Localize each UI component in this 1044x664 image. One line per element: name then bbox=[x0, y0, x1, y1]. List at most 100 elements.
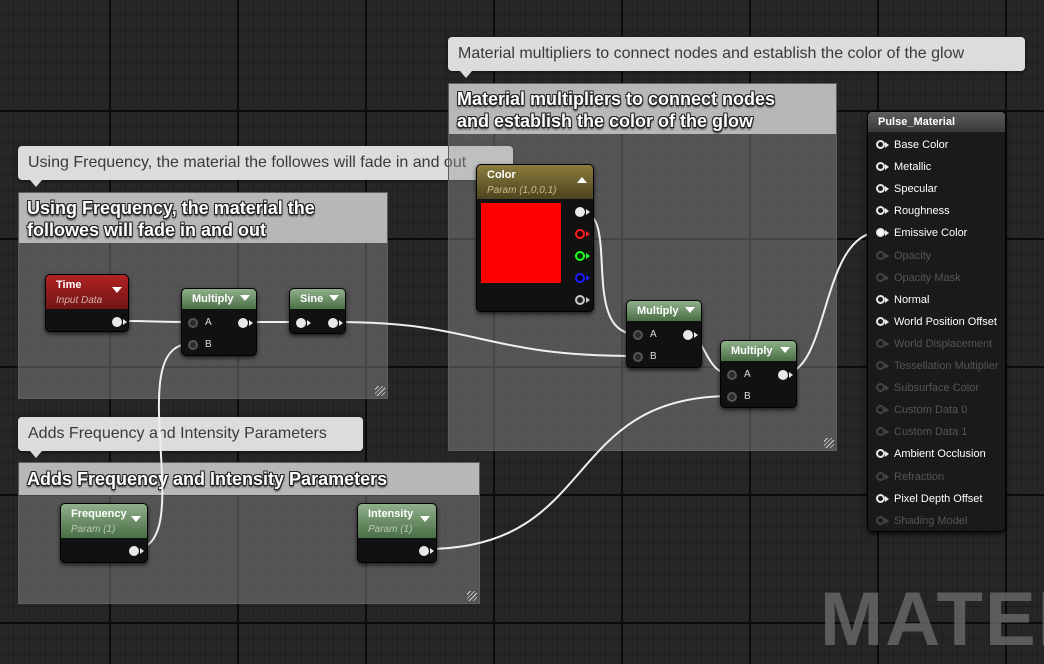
node-header[interactable]: Color Param (1,0,0,1) bbox=[477, 165, 593, 199]
output-pin[interactable] bbox=[328, 318, 338, 328]
comment-title-frequency-fade: Using Frequency, the material the follow… bbox=[19, 193, 387, 243]
output-pin-a[interactable] bbox=[575, 295, 585, 305]
node-title: Intensity bbox=[368, 508, 414, 520]
pin-arrow-icon bbox=[885, 517, 889, 524]
material-input-label: Refraction bbox=[894, 470, 945, 483]
output-pin-b[interactable] bbox=[575, 273, 585, 283]
comment-bubble-material-multipliers: Material multipliers to connect nodes an… bbox=[448, 37, 1025, 78]
collapse-arrow-icon[interactable] bbox=[685, 307, 695, 313]
output-pin[interactable] bbox=[419, 546, 429, 556]
node-header[interactable]: Multiply bbox=[182, 289, 256, 309]
resize-grip-icon[interactable] bbox=[467, 591, 477, 601]
input-pin-a[interactable] bbox=[633, 330, 643, 340]
input-pin-a[interactable] bbox=[188, 318, 198, 328]
input-pin[interactable] bbox=[876, 184, 885, 194]
comment-title-params: Adds Frequency and Intensity Parameters bbox=[19, 463, 479, 495]
pin-label-b: B bbox=[650, 351, 657, 362]
pin-arrow-icon bbox=[885, 164, 889, 171]
output-pin[interactable] bbox=[129, 546, 139, 556]
input-pin-b[interactable] bbox=[633, 352, 643, 362]
node-header[interactable]: Intensity Param (1) bbox=[358, 504, 436, 538]
input-pin[interactable] bbox=[876, 162, 885, 172]
node-header[interactable]: Pulse_Material bbox=[868, 112, 1005, 132]
material-input-label: Custom Data 0 bbox=[894, 404, 968, 417]
input-pin[interactable] bbox=[876, 493, 885, 503]
input-pin[interactable] bbox=[876, 316, 885, 326]
pin-label-a: A bbox=[205, 317, 212, 328]
material-input-label: Custom Data 1 bbox=[894, 426, 968, 439]
node-header[interactable]: Multiply bbox=[627, 301, 701, 321]
material-input-label: Shading Model bbox=[894, 514, 968, 527]
node-color[interactable]: Color Param (1,0,0,1) bbox=[476, 164, 594, 312]
pin-label-a: A bbox=[744, 369, 751, 380]
input-pin[interactable] bbox=[876, 405, 885, 415]
output-pin-g[interactable] bbox=[575, 251, 585, 261]
comment-title-line: Material multipliers to connect nodes bbox=[457, 89, 776, 109]
output-pin-rgb[interactable] bbox=[575, 207, 585, 217]
node-title: Color bbox=[487, 169, 516, 181]
collapse-arrow-icon[interactable] bbox=[780, 347, 790, 353]
node-header[interactable]: Multiply bbox=[721, 341, 796, 361]
pin-arrow-icon bbox=[694, 332, 698, 338]
collapse-arrow-icon[interactable] bbox=[131, 516, 141, 522]
comment-bubble-params: Adds Frequency and Intensity Parameters bbox=[18, 417, 363, 458]
pin-arrow-icon bbox=[140, 548, 144, 554]
node-header[interactable]: Time Input Data bbox=[46, 275, 128, 309]
output-pin[interactable] bbox=[778, 370, 788, 380]
node-multiply-2[interactable]: Multiply A B bbox=[626, 300, 702, 368]
output-pin-r[interactable] bbox=[575, 229, 585, 239]
collapse-arrow-icon[interactable] bbox=[329, 295, 339, 301]
input-pin[interactable] bbox=[876, 361, 885, 370]
input-pin[interactable] bbox=[876, 272, 885, 282]
pin-arrow-icon bbox=[249, 320, 253, 326]
material-input-label: Emissive Color bbox=[894, 227, 968, 240]
node-multiply-3[interactable]: Multiply A B bbox=[720, 340, 797, 408]
output-pin[interactable] bbox=[238, 318, 248, 328]
collapse-arrow-icon[interactable] bbox=[420, 516, 430, 522]
output-pin[interactable] bbox=[683, 330, 693, 340]
material-input-label: Ambient Occlusion bbox=[894, 448, 986, 461]
input-pin[interactable] bbox=[876, 140, 885, 149]
input-pin-b[interactable] bbox=[188, 340, 198, 350]
input-pin[interactable] bbox=[876, 471, 885, 481]
material-input-label: Opacity Mask bbox=[894, 271, 961, 284]
input-pin[interactable] bbox=[876, 427, 885, 437]
pin-arrow-icon bbox=[885, 495, 889, 502]
node-header[interactable]: Frequency Param (1) bbox=[61, 504, 147, 538]
input-pin[interactable] bbox=[876, 206, 885, 216]
resize-grip-icon[interactable] bbox=[375, 386, 385, 396]
input-pin[interactable] bbox=[876, 294, 885, 304]
node-header[interactable]: Sine bbox=[290, 289, 345, 309]
pin-label-b: B bbox=[205, 339, 212, 350]
input-pin[interactable] bbox=[876, 449, 885, 459]
comment-bubble-frequency-fade: Using Frequency, the material the follow… bbox=[18, 146, 513, 187]
collapse-arrow-icon[interactable] bbox=[240, 295, 250, 301]
input-pin[interactable] bbox=[876, 228, 885, 238]
expand-arrow-icon[interactable] bbox=[577, 177, 587, 183]
node-time[interactable]: Time Input Data bbox=[45, 274, 129, 332]
node-frequency[interactable]: Frequency Param (1) bbox=[60, 503, 148, 563]
input-pin-b[interactable] bbox=[727, 392, 737, 402]
output-pin[interactable] bbox=[112, 317, 122, 327]
material-input-label: Metallic bbox=[894, 161, 932, 174]
comment-title-line: Adds Frequency and Intensity Parameters bbox=[27, 469, 388, 489]
pin-arrow-icon bbox=[123, 319, 127, 325]
node-multiply-1[interactable]: Multiply A B bbox=[181, 288, 257, 356]
pin-arrow-icon bbox=[586, 253, 590, 259]
pin-arrow-icon bbox=[885, 274, 889, 281]
node-subtitle: Param (1) bbox=[368, 524, 413, 535]
input-pin-a[interactable] bbox=[727, 370, 737, 380]
input-pin[interactable] bbox=[876, 383, 885, 393]
collapse-arrow-icon[interactable] bbox=[112, 287, 122, 293]
material-input-label: Base Color bbox=[894, 139, 949, 151]
pin-arrow-icon bbox=[885, 230, 889, 237]
input-pin[interactable] bbox=[876, 338, 885, 348]
node-intensity[interactable]: Intensity Param (1) bbox=[357, 503, 437, 563]
pin-arrow-icon bbox=[885, 142, 889, 148]
resize-grip-icon[interactable] bbox=[824, 438, 834, 448]
input-pin[interactable] bbox=[876, 250, 885, 260]
input-pin[interactable] bbox=[876, 515, 885, 525]
input-pin[interactable] bbox=[296, 318, 306, 328]
node-sine[interactable]: Sine bbox=[289, 288, 346, 334]
